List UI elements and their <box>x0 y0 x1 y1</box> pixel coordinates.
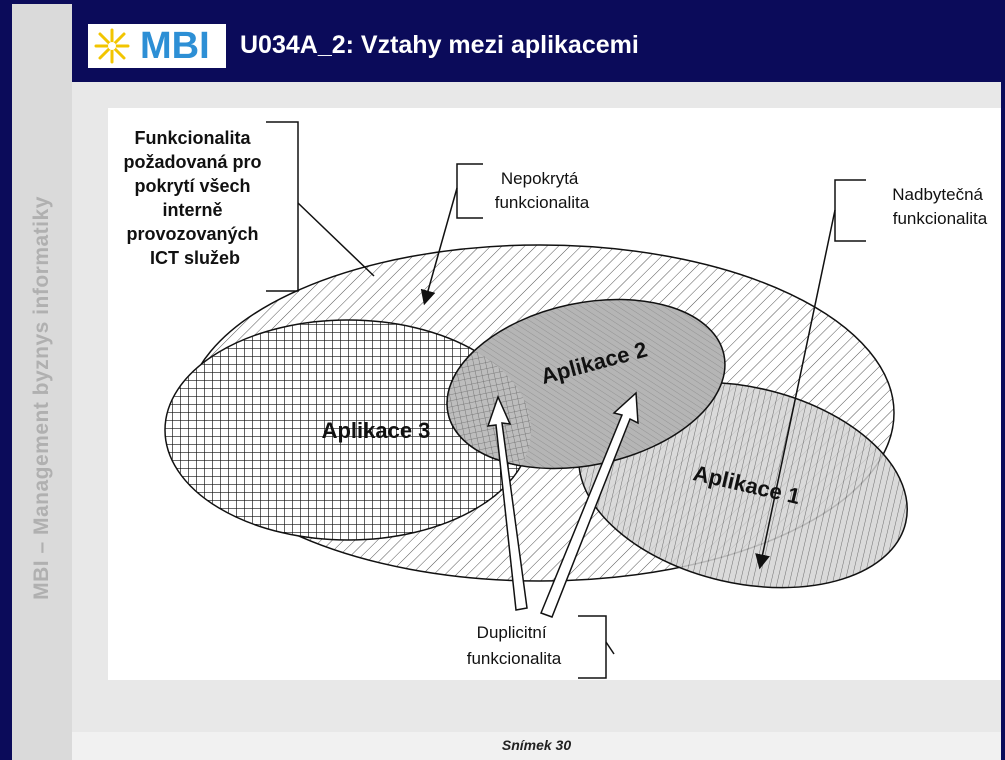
frame-top <box>0 0 1005 4</box>
footer: Snímek 30 <box>72 732 1001 760</box>
duplicate-arrow-right <box>540 391 639 618</box>
uncovered-bracket <box>456 163 483 219</box>
redundant-bracket <box>834 179 866 242</box>
required-bracket <box>266 121 299 292</box>
sun-icon <box>94 28 130 64</box>
redundant-label: Nadbytečná funkcionalita <box>892 185 988 228</box>
app3-label: Aplikace 3 <box>322 418 431 443</box>
uncovered-label: Nepokrytá funkcionalita <box>495 169 590 212</box>
logo-text: MBI <box>140 25 210 67</box>
frame-left <box>0 0 12 760</box>
diagram-area: Funkcionalita požadovaná pro pokrytí vše… <box>108 108 1001 680</box>
sidebar-caption: MBI – Management byznys informatiky <box>30 196 53 600</box>
frame-right <box>1001 0 1005 760</box>
slide-number: Snímek 30 <box>501 737 572 753</box>
header-bar: MBI U034A_2: Vztahy mezi aplikacemi <box>72 4 1001 82</box>
required-leader <box>297 202 375 277</box>
logo: MBI <box>88 24 226 68</box>
venn-diagram: Funkcionalita požadovaná pro pokrytí vše… <box>123 121 988 679</box>
sidebar <box>12 4 72 760</box>
page-title: U034A_2: Vztahy mezi aplikacemi <box>240 31 639 59</box>
duplicate-bracket <box>578 615 607 679</box>
required-label: Funkcionalita požadovaná pro pokrytí vše… <box>123 128 266 268</box>
duplicate-arrow-left <box>486 394 528 611</box>
uncovered-arrow <box>420 187 458 306</box>
redundant-arrow <box>755 209 836 570</box>
duplicate-label: Duplicitní funkcionalita <box>467 623 562 668</box>
duplicate-tick <box>605 641 615 655</box>
